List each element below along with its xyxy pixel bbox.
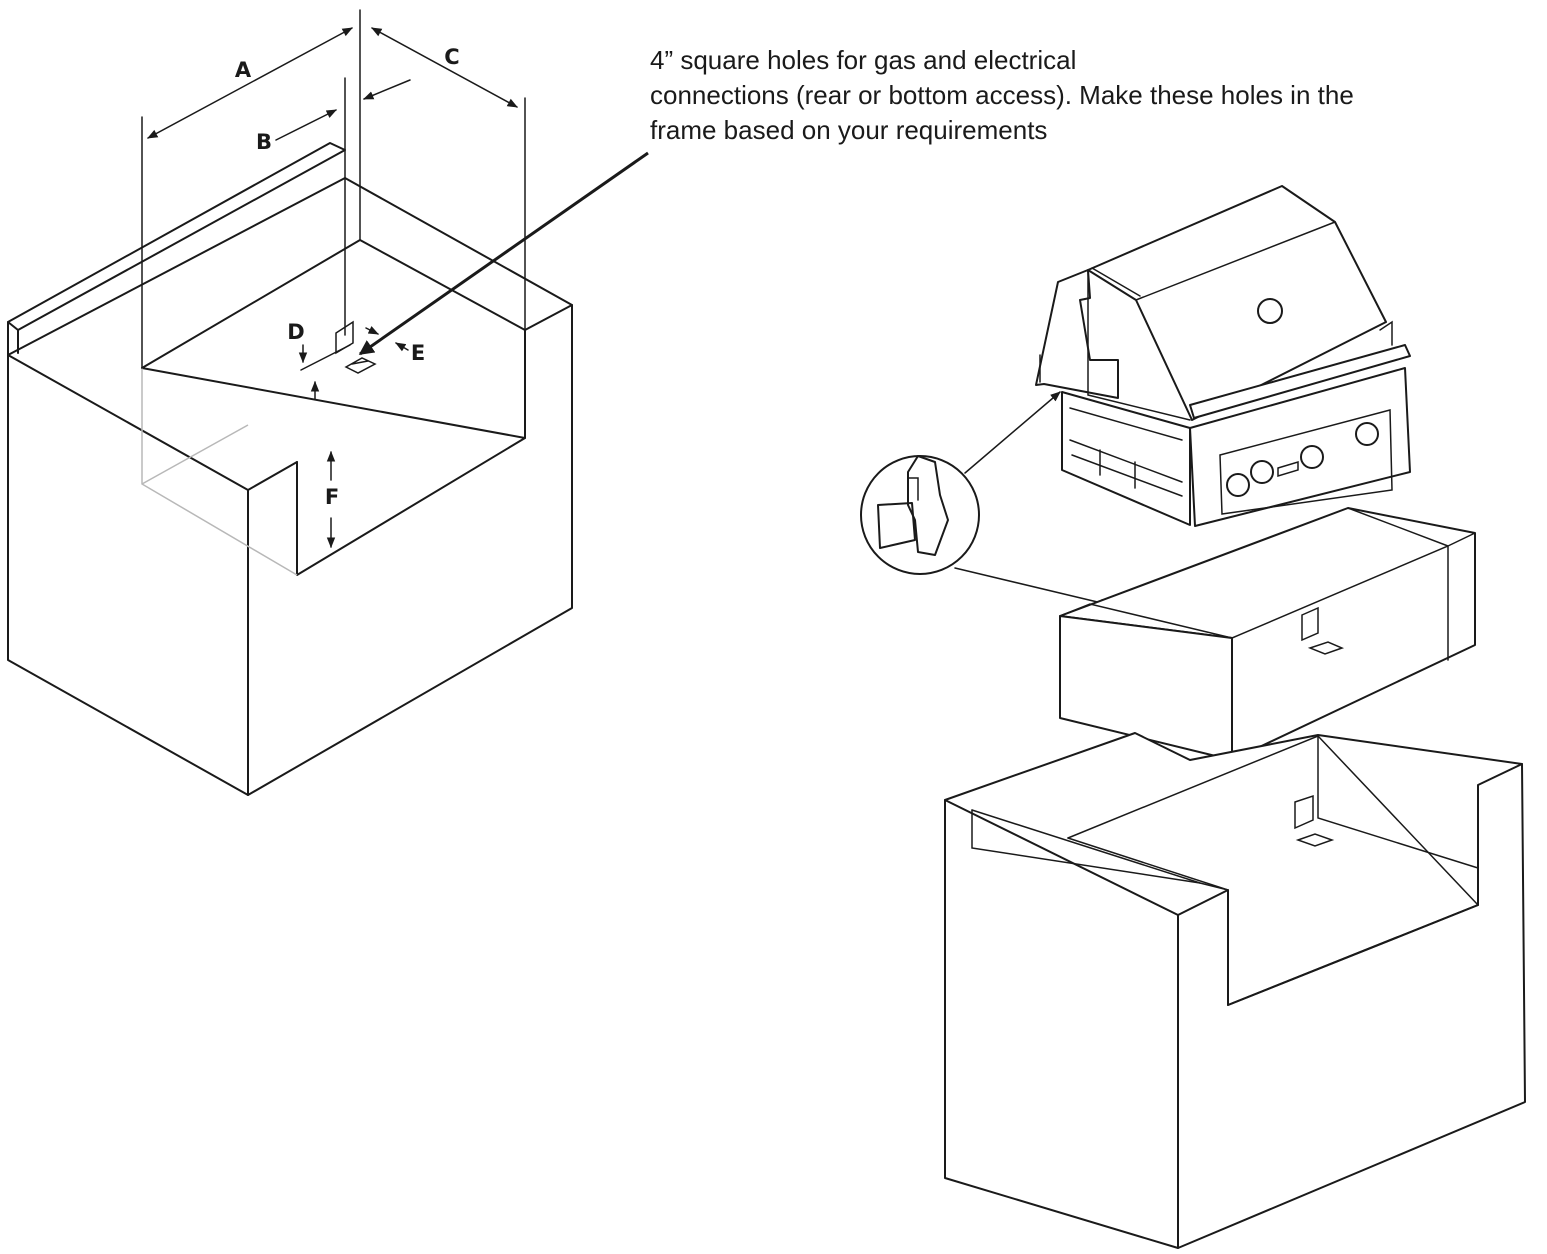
lid-thermometer-icon [1257,298,1283,324]
note-leader-arrow [358,151,649,356]
dimension-d-label: D [287,320,304,344]
burner-knob-1-icon [1226,473,1250,497]
dimension-c-label: C [444,45,459,69]
dimension-e-arrow [365,326,379,335]
dimension-e-label: E [411,341,425,365]
burner-knob-3-icon [1300,445,1324,469]
insulating-liner-drawing [1059,507,1476,761]
grill-head-drawing [1035,185,1411,527]
burner-knob-2-icon [1250,460,1274,484]
burner-knob-4-icon [1355,422,1379,446]
note-line-3: frame based on your requirements [650,115,1047,145]
island-cutout-drawing: A B C D E F [7,9,573,796]
dimension-b-label: B [256,130,272,154]
detail-leader-to-grill [964,391,1061,474]
note-line-1: 4” square holes for gas and electrical [650,45,1076,75]
dimension-a-label: A [235,58,252,82]
note-callout: 4” square holes for gas and electrical c… [358,45,1354,356]
mounting-detail-callout [860,391,1112,607]
masonry-island-drawing [944,732,1526,1249]
dimension-c-line [371,27,518,108]
detail-leader-to-liner [954,567,1112,607]
dimension-b-line [275,109,337,141]
note-line-2: connections (rear or bottom access). Mak… [650,80,1354,110]
dimension-f-label: F [325,485,339,509]
dimension-a-line [147,27,353,139]
